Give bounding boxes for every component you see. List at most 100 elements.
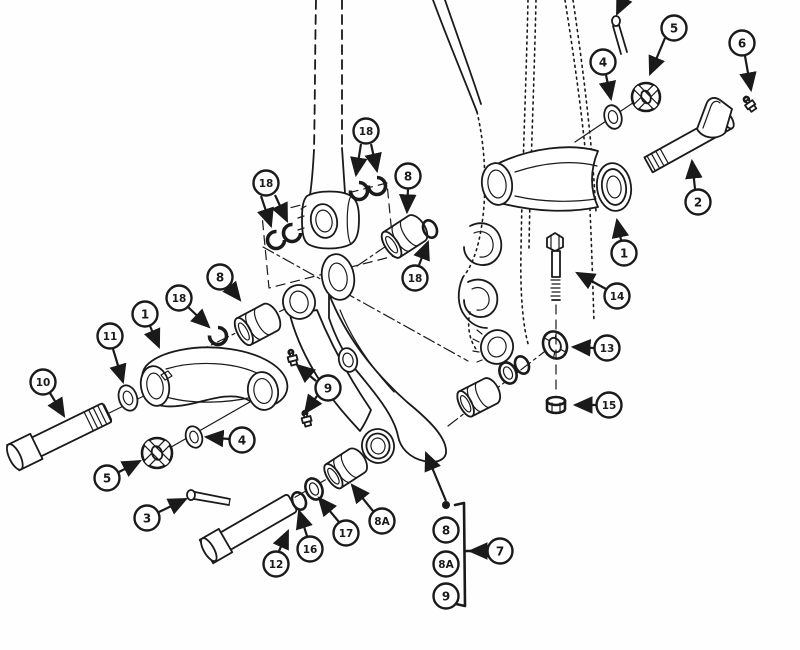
callout-circle: [296, 535, 324, 563]
callout-arrow: [648, 37, 667, 77]
callout-label: 6: [738, 36, 746, 50]
o-ring: [513, 355, 531, 375]
snap-ring: [348, 180, 370, 202]
callout-arrow: [158, 498, 188, 515]
callout-circle: [401, 264, 429, 292]
callout-arrow: [598, 74, 617, 102]
callout-arrow: [257, 195, 274, 229]
callout-label: 16: [303, 544, 318, 556]
bushing-8a-left: [323, 447, 368, 490]
callout-label: 8A: [374, 516, 390, 528]
callout-circle: [133, 504, 161, 532]
pin-keeper-plate: [696, 97, 733, 139]
callout-circle: [728, 29, 756, 57]
callout-circle: [131, 300, 159, 328]
callout-circle: [610, 239, 638, 267]
callout-label: 18: [259, 178, 274, 190]
callout-arrow: [271, 194, 288, 223]
pin-2: [643, 97, 735, 174]
washer-4-left: [184, 425, 204, 449]
callout-label: 8: [404, 169, 412, 183]
callout-14-19: 14: [575, 271, 631, 310]
callout-arrow: [272, 528, 290, 552]
callout-circle: [93, 464, 121, 492]
pin-10: [5, 402, 113, 472]
callout-7-25: 7: [467, 537, 514, 565]
callout-label: 13: [600, 343, 615, 355]
legend-pointer: [424, 450, 448, 502]
callout-arrow: [685, 158, 703, 190]
callout-circle: [165, 284, 193, 312]
callout-arrow: [118, 459, 142, 477]
callout-arrow: [295, 363, 317, 384]
cotter-pin-3: [186, 489, 231, 506]
callout-label: 18: [172, 293, 187, 305]
callout-circle: [589, 48, 617, 76]
callout-label: 1: [141, 307, 149, 321]
callout-label: 9: [324, 381, 332, 395]
callout-circle: [228, 426, 256, 454]
callout-label: 18: [359, 126, 374, 138]
callout-3-11: 3: [133, 498, 188, 532]
legend-bracket: [453, 501, 467, 608]
callout-label: 15: [602, 400, 617, 412]
bushing-8-left: [233, 302, 282, 347]
callout-label: 5: [103, 471, 111, 485]
callout-label: 12: [269, 559, 284, 571]
bolt-and-seal-column: [541, 232, 569, 415]
grease-fitting-9a: [286, 348, 299, 367]
callout-arrow: [413, 239, 430, 266]
cylinder-rod: [261, 0, 395, 289]
callout-17-14: 17: [317, 496, 360, 547]
callout-arrow: [350, 483, 374, 512]
callout-label: 9: [442, 589, 450, 603]
callout-label: 8A: [438, 559, 454, 571]
callout-circle: [96, 322, 124, 350]
callout-arrow: [295, 508, 313, 537]
callout-5-23: 5: [648, 14, 688, 77]
callout-circle: [314, 374, 342, 402]
seal: [541, 330, 569, 360]
callout-8-26: 8: [432, 516, 460, 544]
callout-circle: [262, 550, 290, 578]
callout-9-16: 9: [295, 363, 342, 415]
callout-circle: [332, 519, 360, 547]
callout-arrow: [611, 217, 630, 241]
callout-label: 18: [408, 273, 423, 285]
callout-2-21: 2: [684, 158, 712, 216]
slotted-nut-5-left: [140, 436, 174, 470]
callout-10-8: 10: [29, 368, 66, 418]
annotation-layer: 1818818818111105431216178A91315141245678…: [29, 0, 757, 610]
callout-arrow: [47, 392, 66, 418]
callout-circle: [206, 263, 234, 291]
legend-dot: [442, 501, 450, 509]
grease-fitting-6: [742, 95, 758, 113]
callout-circle: [432, 516, 460, 544]
callout-arrow: [570, 339, 595, 357]
callout-arrow: [739, 55, 757, 93]
callout-arrow: [222, 280, 242, 302]
callout-label: 11: [103, 331, 118, 343]
washer-11: [117, 384, 139, 412]
callout-15-18: 15: [572, 391, 623, 419]
washer-17-right: [498, 361, 518, 385]
callout-9-28: 9: [432, 582, 460, 610]
left-link-arm: [139, 346, 289, 411]
callout-arrow: [364, 143, 382, 174]
cotter-pin-top: [611, 15, 628, 55]
callout-arrow: [350, 143, 368, 178]
callout-label: 4: [599, 55, 607, 69]
callout-circle: [352, 117, 380, 145]
callout-circle: [432, 550, 460, 578]
callout-8A-15: 8A: [350, 483, 396, 535]
callout-circle: [660, 14, 688, 42]
callout-circle: [394, 162, 422, 190]
pin-12: [198, 494, 298, 565]
callout-circle: [252, 169, 280, 197]
snap-rings: [207, 175, 388, 347]
callout-18-1: 18: [252, 169, 288, 229]
callout-circle: [684, 188, 712, 216]
callout-4-22: 4: [589, 48, 617, 102]
